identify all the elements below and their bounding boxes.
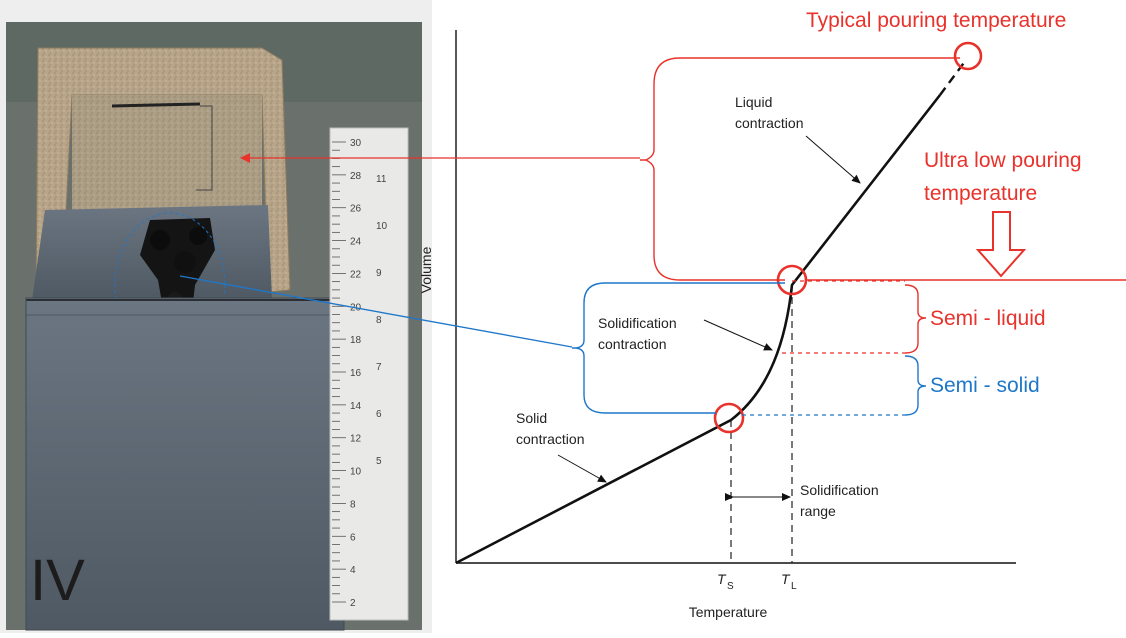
tl-label: T L	[781, 571, 797, 592]
liquid-contraction-pointer	[805, 135, 861, 184]
solidification-contraction-pointer	[703, 319, 773, 351]
ultra-low-pouring-label-1: Ultra low pouring	[924, 149, 1082, 172]
ruler-mark-outer: 28	[350, 171, 362, 182]
ts-symbol: T	[717, 571, 727, 587]
ruler-mark-outer: 18	[350, 335, 362, 346]
volume-curve	[455, 94, 942, 565]
down-arrow-icon	[975, 211, 1027, 278]
typical-pouring-label: Typical pouring temperature	[806, 9, 1066, 32]
specimen-photo: IV 30282624222018161412108642111098765	[0, 0, 432, 633]
x-axis-label: Temperature	[689, 604, 768, 620]
ruler-mark-outer: 12	[350, 434, 362, 445]
tl-subscript: L	[791, 581, 797, 592]
ruler-mark-inner: 5	[376, 456, 382, 467]
pouring-point-circle	[953, 41, 983, 71]
solidification-range-label-2: range	[800, 503, 836, 519]
tl-symbol: T	[781, 571, 791, 587]
cavity-pointer-line	[179, 275, 573, 348]
ruler-mark-inner: 7	[376, 362, 382, 373]
liquid-contraction-label-1: Liquid	[735, 94, 772, 110]
mold-crack	[111, 102, 201, 108]
solidification-contraction-label-1: Solidification	[598, 315, 677, 331]
solidification-range-label-1: Solidification	[800, 482, 879, 498]
ruler-mark-inner: 9	[376, 268, 382, 279]
solid-contraction-pointer	[557, 454, 607, 483]
solidification-contraction-bracket	[572, 282, 785, 414]
ruler-mark-outer: 26	[350, 204, 362, 215]
ts-subscript: S	[727, 581, 734, 592]
liquid-contraction-bracket	[640, 57, 960, 281]
liquid-contraction-label-2: contraction	[735, 115, 803, 131]
semi-solid-brace	[904, 355, 927, 416]
ruler-mark-outer: 4	[350, 565, 356, 576]
ruler-mark-outer: 8	[350, 499, 356, 510]
volume-temperature-graph: Volume Temperature T S T L Solidificatio…	[179, 9, 1126, 620]
ultra-low-pouring-label-2: temperature	[924, 182, 1037, 205]
solidus-point-circle	[713, 402, 745, 434]
ruler-mark-outer: 16	[350, 368, 362, 379]
semi-liquid-label: Semi - liquid	[930, 307, 1046, 330]
ruler-mark-outer: 2	[350, 598, 356, 609]
ruler-mark-inner: 8	[376, 315, 382, 326]
semi-liquid-brace	[904, 284, 927, 354]
ruler-mark-inner: 11	[376, 174, 387, 185]
ruler-mark-inner: 10	[376, 221, 388, 232]
specimen-mark: IV	[30, 548, 85, 613]
ts-label: T S	[717, 571, 734, 592]
y-axis-label: Volume	[418, 246, 434, 293]
volume-curve-dashed-end	[939, 59, 967, 96]
semi-solid-label: Semi - solid	[930, 374, 1040, 397]
mold-mark	[196, 105, 213, 191]
ruler-mark-outer: 22	[350, 269, 362, 280]
casting-block	[26, 298, 344, 630]
solid-contraction-label-2: contraction	[516, 431, 584, 447]
shrinkage-cavity	[140, 218, 215, 345]
ruler-mark-outer: 6	[350, 532, 356, 543]
ruler-mark-inner: 6	[376, 409, 382, 420]
ruler-mark-outer: 24	[350, 237, 362, 248]
cavity-ellipse	[114, 212, 226, 358]
solid-contraction-label-1: Solid	[516, 410, 547, 426]
ruler: 30282624222018161412108642111098765	[329, 127, 409, 621]
solidification-contraction-label-2: contraction	[598, 336, 666, 352]
ruler-mark-outer: 14	[350, 401, 362, 412]
ruler-mark-outer: 30	[350, 138, 362, 149]
ruler-mark-outer: 10	[350, 467, 362, 478]
